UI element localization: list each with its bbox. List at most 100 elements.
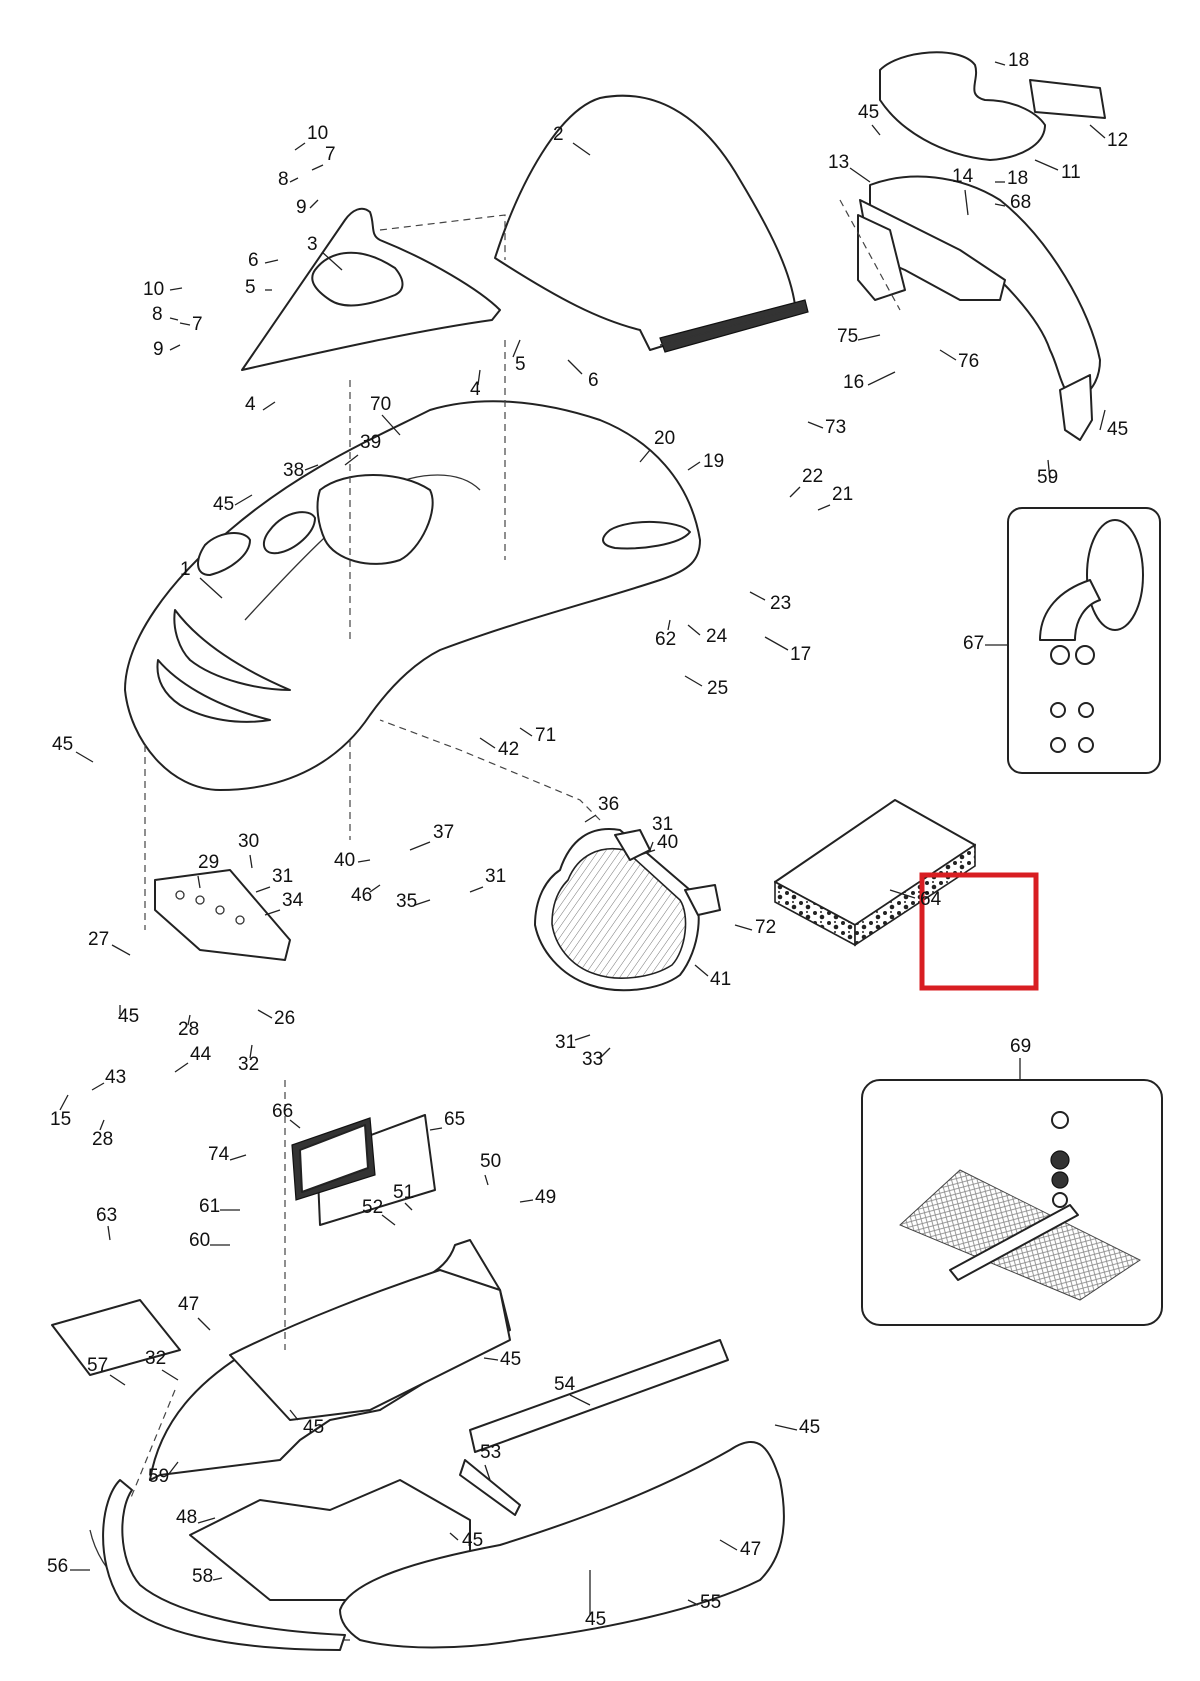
callout-label-15: 15 — [50, 1109, 71, 1130]
callout-label-5: 5 — [245, 277, 256, 298]
callout-label-33: 33 — [582, 1049, 603, 1070]
callout-label-28: 28 — [92, 1129, 113, 1150]
callout-leader-19 — [687, 461, 701, 471]
callout-leader-1 — [199, 577, 223, 599]
callout-leader-7 — [311, 164, 324, 171]
callout-label-3: 3 — [307, 234, 318, 255]
callout-leader-15 — [59, 1094, 69, 1111]
callout-label-62: 62 — [655, 629, 676, 650]
callout-label-25: 25 — [707, 678, 728, 699]
callout-label-6: 6 — [588, 370, 599, 391]
callout-label-19: 19 — [703, 451, 724, 472]
callout-leader-65 — [429, 1127, 443, 1131]
callout-label-40: 40 — [657, 832, 678, 853]
callout-label-10: 10 — [307, 123, 328, 144]
callout-label-49: 49 — [535, 1187, 556, 1208]
callout-leader-24 — [687, 624, 701, 636]
callout-label-31: 31 — [555, 1032, 576, 1053]
callout-leader-28 — [187, 1014, 191, 1026]
callout-leader-28 — [99, 1119, 105, 1131]
callout-label-59: 59 — [148, 1466, 169, 1487]
callout-leader-58 — [212, 1577, 223, 1581]
callout-leader-23 — [749, 591, 766, 601]
callout-label-22: 22 — [802, 466, 823, 487]
callout-leader-21 — [817, 504, 831, 511]
callout-leader-64 — [889, 889, 916, 899]
callout-leader-26 — [257, 1009, 273, 1019]
callout-leader-32 — [161, 1369, 179, 1381]
callout-leader-3 — [321, 251, 343, 271]
callout-label-73: 73 — [825, 417, 846, 438]
callout-label-9: 9 — [153, 339, 164, 360]
callout-label-45: 45 — [799, 1417, 820, 1438]
callout-leader-45 — [449, 1532, 459, 1541]
callout-label-38: 38 — [283, 460, 304, 481]
callout-leader-63 — [107, 1225, 111, 1241]
hinge-inset — [861, 1079, 1163, 1326]
callout-leader-44 — [174, 1062, 189, 1073]
callout-leader-18 — [994, 61, 1006, 66]
callout-leader-47 — [197, 1317, 211, 1331]
highlight-box — [919, 872, 1039, 991]
callout-leader-31 — [574, 1034, 591, 1041]
callout-label-58: 58 — [192, 1566, 213, 1587]
callout-label-48: 48 — [176, 1507, 197, 1528]
callout-label-45: 45 — [52, 734, 73, 755]
callout-label-45: 45 — [462, 1530, 483, 1551]
callout-label-6: 6 — [248, 250, 259, 271]
callout-label-14: 14 — [952, 166, 974, 187]
callout-leader-31 — [469, 886, 484, 893]
foam-pad — [774, 799, 976, 947]
callout-leader-73 — [807, 421, 824, 429]
callout-label-69: 69 — [1010, 1036, 1031, 1057]
callout-label-45: 45 — [585, 1609, 606, 1630]
callout-label-37: 37 — [433, 822, 454, 843]
callout-leader-7 — [179, 322, 191, 326]
callout-leader-35 — [414, 899, 431, 906]
callout-leader-27 — [111, 944, 131, 956]
callout-label-45: 45 — [500, 1349, 521, 1370]
callout-leader-30 — [249, 854, 253, 869]
callout-leader-22 — [789, 486, 801, 498]
callout-label-74: 74 — [208, 1144, 230, 1165]
callout-label-47: 47 — [740, 1539, 761, 1560]
callout-label-5: 5 — [515, 354, 526, 375]
callout-leader-25 — [684, 675, 703, 687]
callout-leader-8 — [169, 317, 179, 321]
callout-leader-72 — [734, 924, 753, 931]
callout-label-32: 32 — [238, 1054, 259, 1075]
callout-leader-75 — [857, 334, 881, 341]
callout-label-55: 55 — [700, 1592, 721, 1613]
callout-leader-6 — [264, 259, 279, 264]
console-cover — [879, 51, 1106, 161]
callout-label-72: 72 — [755, 917, 776, 938]
callout-leader-40 — [639, 849, 656, 856]
callout-leader-45 — [774, 1424, 798, 1431]
windshield — [494, 94, 809, 353]
callout-leader-47 — [719, 1539, 738, 1551]
callout-label-44: 44 — [190, 1044, 212, 1065]
callout-leader-34 — [264, 909, 281, 916]
callout-label-56: 56 — [47, 1556, 68, 1577]
callout-label-43: 43 — [105, 1067, 126, 1088]
callout-label-47: 47 — [178, 1294, 199, 1315]
callout-label-20: 20 — [654, 428, 675, 449]
callout-label-16: 16 — [843, 372, 864, 393]
callout-leader-70 — [381, 414, 401, 436]
callout-label-23: 23 — [770, 593, 791, 614]
callout-leader-57 — [109, 1374, 126, 1386]
callout-leader-55 — [687, 1599, 699, 1606]
callout-label-40: 40 — [334, 850, 355, 871]
callout-label-41: 41 — [710, 969, 731, 990]
callout-label-39: 39 — [360, 432, 381, 453]
callout-leader-37 — [409, 841, 431, 851]
callout-label-26: 26 — [274, 1008, 295, 1029]
callout-leader-39 — [344, 454, 359, 466]
callout-label-29: 29 — [198, 852, 219, 873]
callout-label-21: 21 — [832, 484, 853, 505]
callout-leader-45 — [75, 751, 94, 763]
callout-leader-74 — [229, 1154, 247, 1161]
callout-label-12: 12 — [1107, 130, 1128, 151]
callout-label-52: 52 — [362, 1197, 383, 1218]
upper-fairing — [241, 207, 501, 371]
